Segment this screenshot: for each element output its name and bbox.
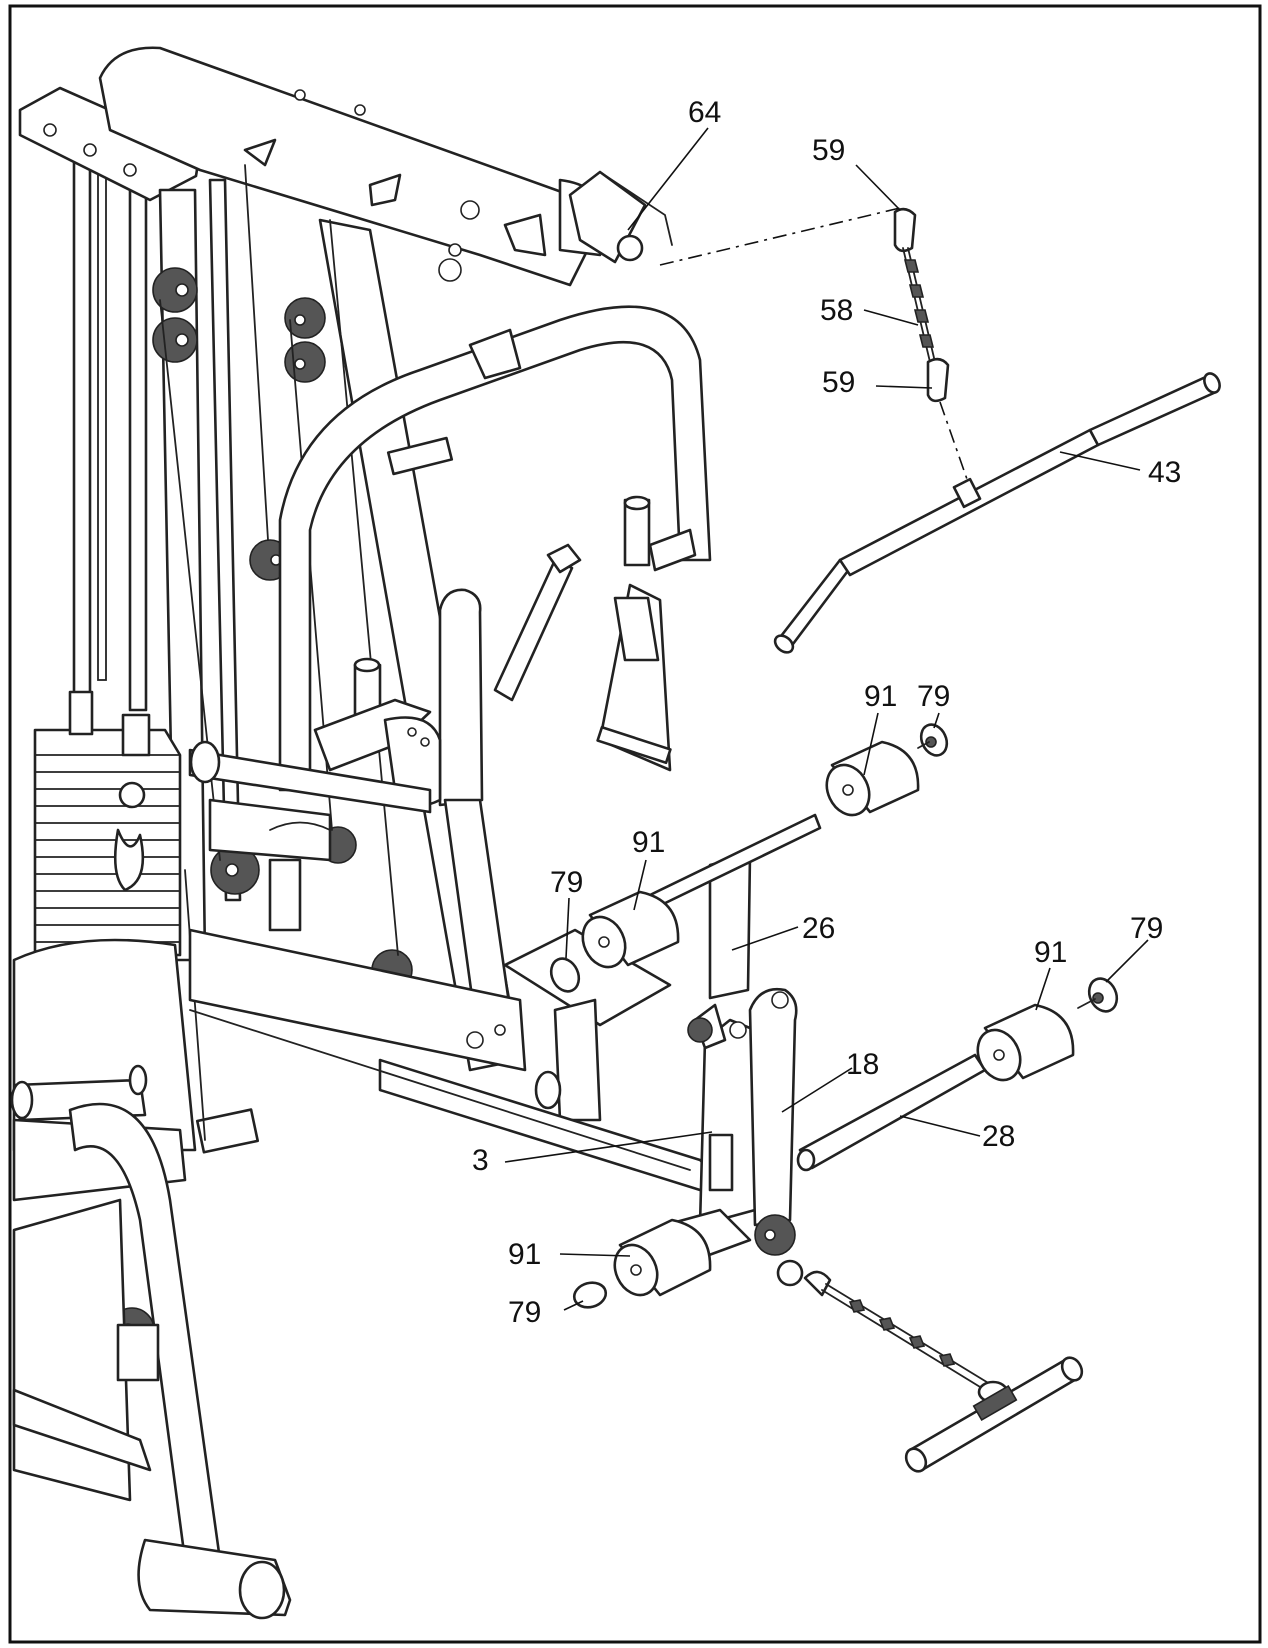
callout-59-bottom: 59 — [822, 366, 855, 399]
roller-pad — [825, 740, 920, 817]
lat-bar-assembly — [659, 207, 1221, 654]
callout-43: 43 — [1148, 456, 1181, 489]
diagram-frame — [8, 4, 1262, 1644]
leader-18 — [781, 1067, 853, 1113]
leader-91-middle — [633, 859, 647, 911]
callout-79-middle: 79 — [550, 866, 583, 899]
leader-79-right — [1105, 939, 1149, 983]
roller-pad — [976, 1003, 1075, 1082]
leader-26 — [731, 926, 799, 951]
ankle-handle-assembly — [803, 1270, 1084, 1473]
callout-26: 26 — [802, 912, 835, 945]
callout-58: 58 — [820, 294, 853, 327]
leader-59-bottom — [875, 385, 933, 389]
callout-79-right: 79 — [1130, 912, 1163, 945]
callout-64: 64 — [688, 96, 721, 129]
leader-91-bottom — [559, 1253, 631, 1257]
leader-3 — [504, 1131, 713, 1163]
callout-79-bottom: 79 — [508, 1296, 541, 1329]
callout-18: 18 — [846, 1048, 879, 1081]
callout-59-top: 59 — [812, 134, 845, 167]
leader-79-upper — [933, 712, 940, 729]
leader-79-bottom — [563, 1300, 584, 1311]
end-cap — [917, 723, 949, 757]
leader-91-upper — [863, 712, 879, 776]
leader-91-right — [1035, 967, 1051, 1011]
callout-labels: 64 59 58 59 43 91 79 91 79 26 91 79 18 2… — [472, 96, 1181, 1329]
roller-pads — [549, 723, 1119, 1309]
leader-64 — [627, 127, 709, 231]
leader-43 — [1059, 451, 1141, 471]
leader-lines — [504, 127, 1149, 1311]
leader-58 — [863, 309, 919, 326]
leader-59-top — [855, 164, 901, 211]
end-cap — [549, 957, 581, 993]
callout-91-bottom: 91 — [508, 1238, 541, 1271]
callout-3: 3 — [472, 1144, 489, 1177]
leader-28 — [899, 1115, 981, 1137]
callout-79-upper: 79 — [917, 680, 950, 713]
leg-developer-assembly — [648, 813, 987, 1287]
end-cap — [1077, 977, 1119, 1013]
callout-91-middle: 91 — [632, 826, 665, 859]
callout-91-right: 91 — [1034, 936, 1067, 969]
weight-stack — [33, 690, 182, 957]
press-arm-assembly — [188, 305, 722, 1192]
machine-frame — [10, 46, 673, 1620]
roller-pad — [613, 1218, 712, 1297]
end-cap — [572, 1281, 608, 1309]
callout-91-upper: 91 — [864, 680, 897, 713]
roller-pad — [581, 890, 680, 969]
leader-79-middle — [565, 897, 570, 959]
callout-28: 28 — [982, 1120, 1015, 1153]
